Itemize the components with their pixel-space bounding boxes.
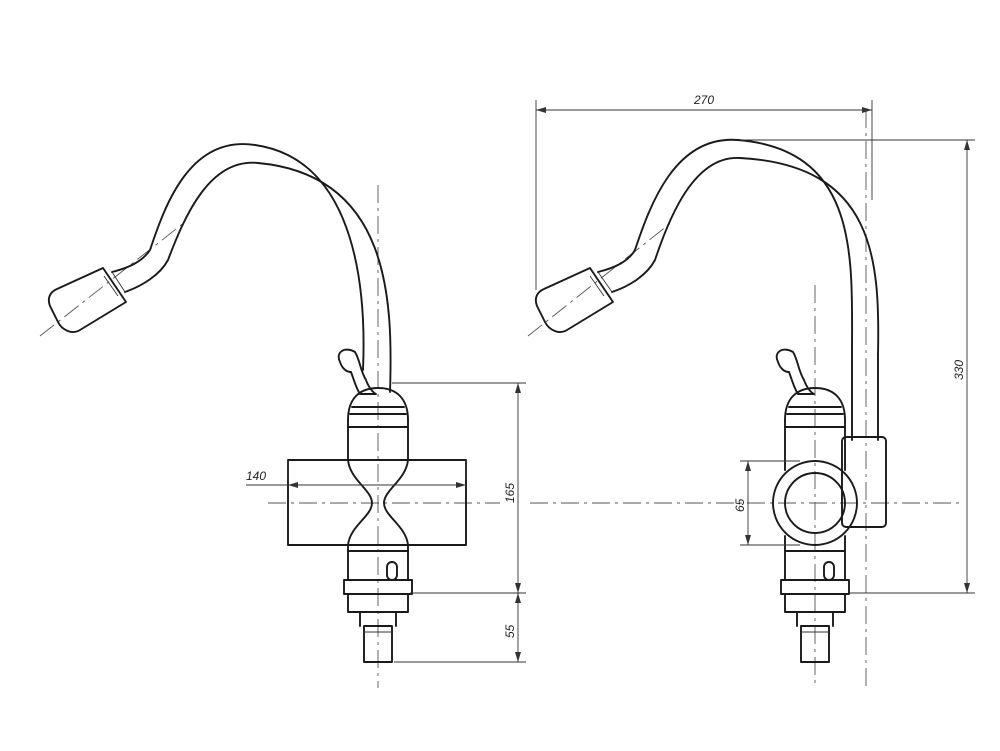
threaded-stem — [363, 625, 393, 663]
side-aerator-nozzle — [534, 267, 614, 333]
dim-140-label: 140 — [246, 469, 266, 483]
outlet-inner-ring — [784, 472, 846, 534]
dim-65-arrow-bottom — [745, 535, 751, 545]
spout-sleeve — [851, 351, 879, 441]
dim-165-arrow-top — [515, 383, 521, 393]
handle-lever — [337, 348, 377, 395]
dim-55-arrow-bottom — [515, 652, 521, 662]
spout-outer-curve — [111, 143, 365, 371]
side-spout-ring-2 — [589, 275, 605, 297]
dim-330-label: 330 — [952, 360, 966, 380]
side-threaded-stem — [800, 625, 830, 663]
nut-body — [347, 593, 409, 613]
waist-right — [383, 459, 409, 546]
spout-axis-line — [39, 221, 186, 337]
heater-housing — [841, 436, 887, 528]
dim-330-arrow-bottom — [964, 583, 970, 593]
dim-55-label: 55 — [503, 624, 517, 638]
side-spout-inner-curve — [611, 157, 880, 356]
dim-140-arrow — [288, 482, 298, 488]
side-spout-axis-line — [527, 221, 673, 337]
front-view: 140 165 55 — [39, 143, 526, 688]
side-handle-lever — [775, 348, 815, 395]
side-view-slot — [823, 561, 835, 581]
dim-140-arrow-right — [456, 482, 466, 488]
dim-330-arrow-top — [964, 140, 970, 150]
dim-165-label: 165 — [503, 483, 517, 503]
dim-165-arrow-bottom — [515, 583, 521, 593]
dim-270-label: 270 — [693, 93, 714, 107]
side-spout-outer-curve — [597, 139, 854, 353]
side-nut-body — [784, 593, 846, 613]
aerator-nozzle — [47, 267, 127, 333]
waist-left — [347, 459, 373, 546]
side-slot — [386, 561, 398, 581]
dim-65-label: 65 — [733, 498, 747, 512]
pipe-outline — [287, 459, 467, 546]
dim-270-arrow-right — [862, 107, 872, 113]
spout-inner-curve — [124, 161, 392, 393]
outlet-outer-ring — [772, 460, 858, 546]
spout-ring-1 — [111, 271, 126, 293]
spout-ring-2 — [103, 275, 119, 297]
dim-65-arrow-top — [745, 461, 751, 471]
side-view: 270 330 65 — [527, 93, 975, 688]
dim-270-arrow-left — [536, 107, 546, 113]
dim-55-arrow-top — [515, 593, 521, 603]
side-body-cap — [784, 387, 846, 421]
side-spout-ring-1 — [597, 271, 613, 293]
body-cap — [347, 387, 409, 421]
